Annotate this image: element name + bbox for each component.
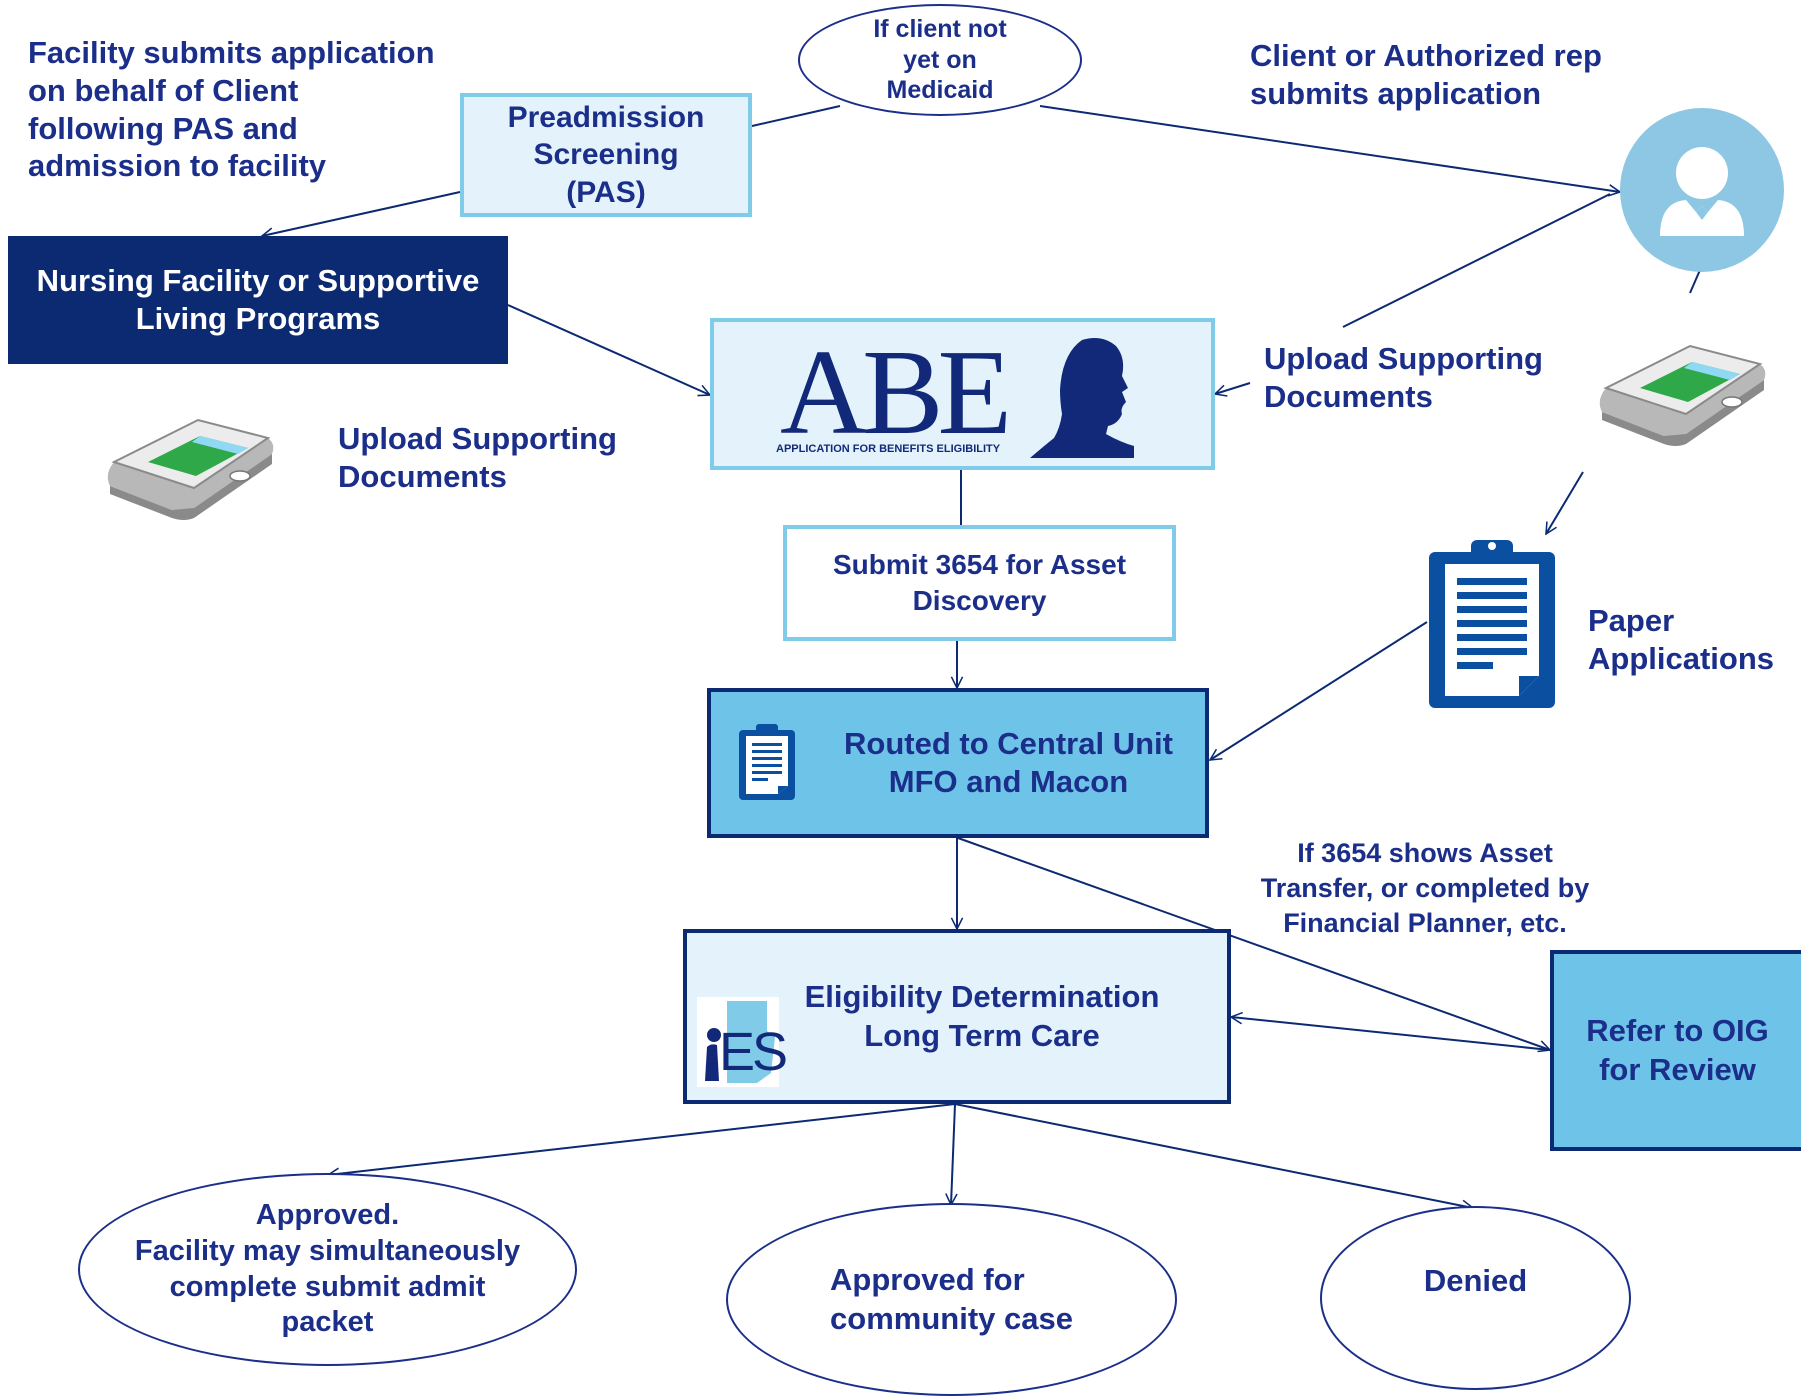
scanner-icon	[1599, 344, 1766, 446]
connector-eligibility-to-approved	[328, 1103, 956, 1175]
approved-outcome-oval: Approved. Facility may simultaneously co…	[78, 1173, 577, 1366]
denied-outcome-oval: Denied	[1320, 1206, 1631, 1390]
asset-transfer-note: If 3654 shows Asset Transfer, or complet…	[1260, 838, 1590, 939]
connector-eligibility-to-community	[951, 1103, 955, 1205]
connector-upload-to-abe	[1215, 382, 1251, 394]
eligibility-determination-label: Eligibility Determination Long Term Care	[804, 979, 1160, 1053]
paper-applications-label: Paper Applications	[1588, 603, 1775, 676]
refer-oig-box: Refer to OIG for Review	[1550, 950, 1801, 1151]
nursing-facility-box: Nursing Facility or Supportive Living Pr…	[8, 236, 508, 364]
community-case-oval: Approved for community case	[726, 1203, 1177, 1396]
connector-oval-to-pas	[751, 105, 841, 127]
connector-pas-to-nursing	[262, 191, 461, 236]
eligibility-determination-box: ES Eligibility Determination Long Term C…	[683, 929, 1231, 1104]
connector-avatar-to-upload	[1342, 193, 1611, 328]
connector-oig-to-eligibility	[1231, 1017, 1551, 1051]
upload-docs-left-label: Upload Supporting Documents	[338, 421, 617, 494]
connector-paper-to-routed	[1210, 621, 1428, 760]
pas-label: Preadmission Screening (PAS)	[507, 101, 705, 209]
abe-box: ABE APPLICATION FOR BENEFITS ELIGIBILITY	[710, 318, 1215, 470]
connector-eligibility-to-denied	[954, 1103, 1473, 1208]
user-avatar-icon	[1620, 108, 1784, 272]
community-case-label: Approved for community case	[830, 1262, 1073, 1336]
upload-docs-right-label: Upload Supporting Documents	[1264, 341, 1543, 414]
clipboard-icon	[739, 724, 795, 800]
lincoln-profile-icon	[1030, 338, 1134, 458]
abe-subtitle: APPLICATION FOR BENEFITS ELIGIBILITY	[776, 443, 1001, 455]
ies-logo-icon: ES	[697, 997, 788, 1087]
clipboard-icon	[1429, 540, 1555, 708]
submit-3654-label: Submit 3654 for Asset Discovery	[832, 549, 1127, 616]
connector-avatar-to-scanner	[1689, 269, 1701, 294]
approved-outcome-label: Approved. Facility may simultaneously co…	[134, 1198, 521, 1339]
medicaid-condition-label: If client not yet on Medicaid	[873, 15, 1007, 105]
ies-logo-text: ES	[719, 1022, 788, 1082]
connector-scanner-to-paper	[1546, 471, 1584, 534]
refer-oig-label: Refer to OIG for Review	[1586, 1013, 1769, 1087]
connector-nursing-to-abe	[507, 304, 710, 395]
nursing-facility-label: Nursing Facility or Supportive Living Pr…	[36, 263, 480, 336]
abe-logo-text: ABE	[780, 325, 1012, 460]
denied-outcome-label: Denied	[1423, 1262, 1528, 1298]
routed-central-unit-label: Routed to Central Unit MFO and Macon	[844, 725, 1173, 799]
medicaid-condition-oval: If client not yet on Medicaid	[798, 4, 1082, 116]
connector-routed-to-oig	[957, 837, 1550, 1050]
scanner-icon	[107, 418, 274, 520]
submit-3654-box: Submit 3654 for Asset Discovery	[783, 525, 1176, 641]
connector-oval-to-avatar	[1039, 105, 1620, 192]
routed-central-unit-box: Routed to Central Unit MFO and Macon	[707, 688, 1209, 838]
pas-box: Preadmission Screening (PAS)	[460, 93, 752, 217]
client-submits-note: Client or Authorized rep submits applica…	[1250, 38, 1602, 111]
facility-submits-note: Facility submits application on behalf o…	[28, 35, 435, 184]
